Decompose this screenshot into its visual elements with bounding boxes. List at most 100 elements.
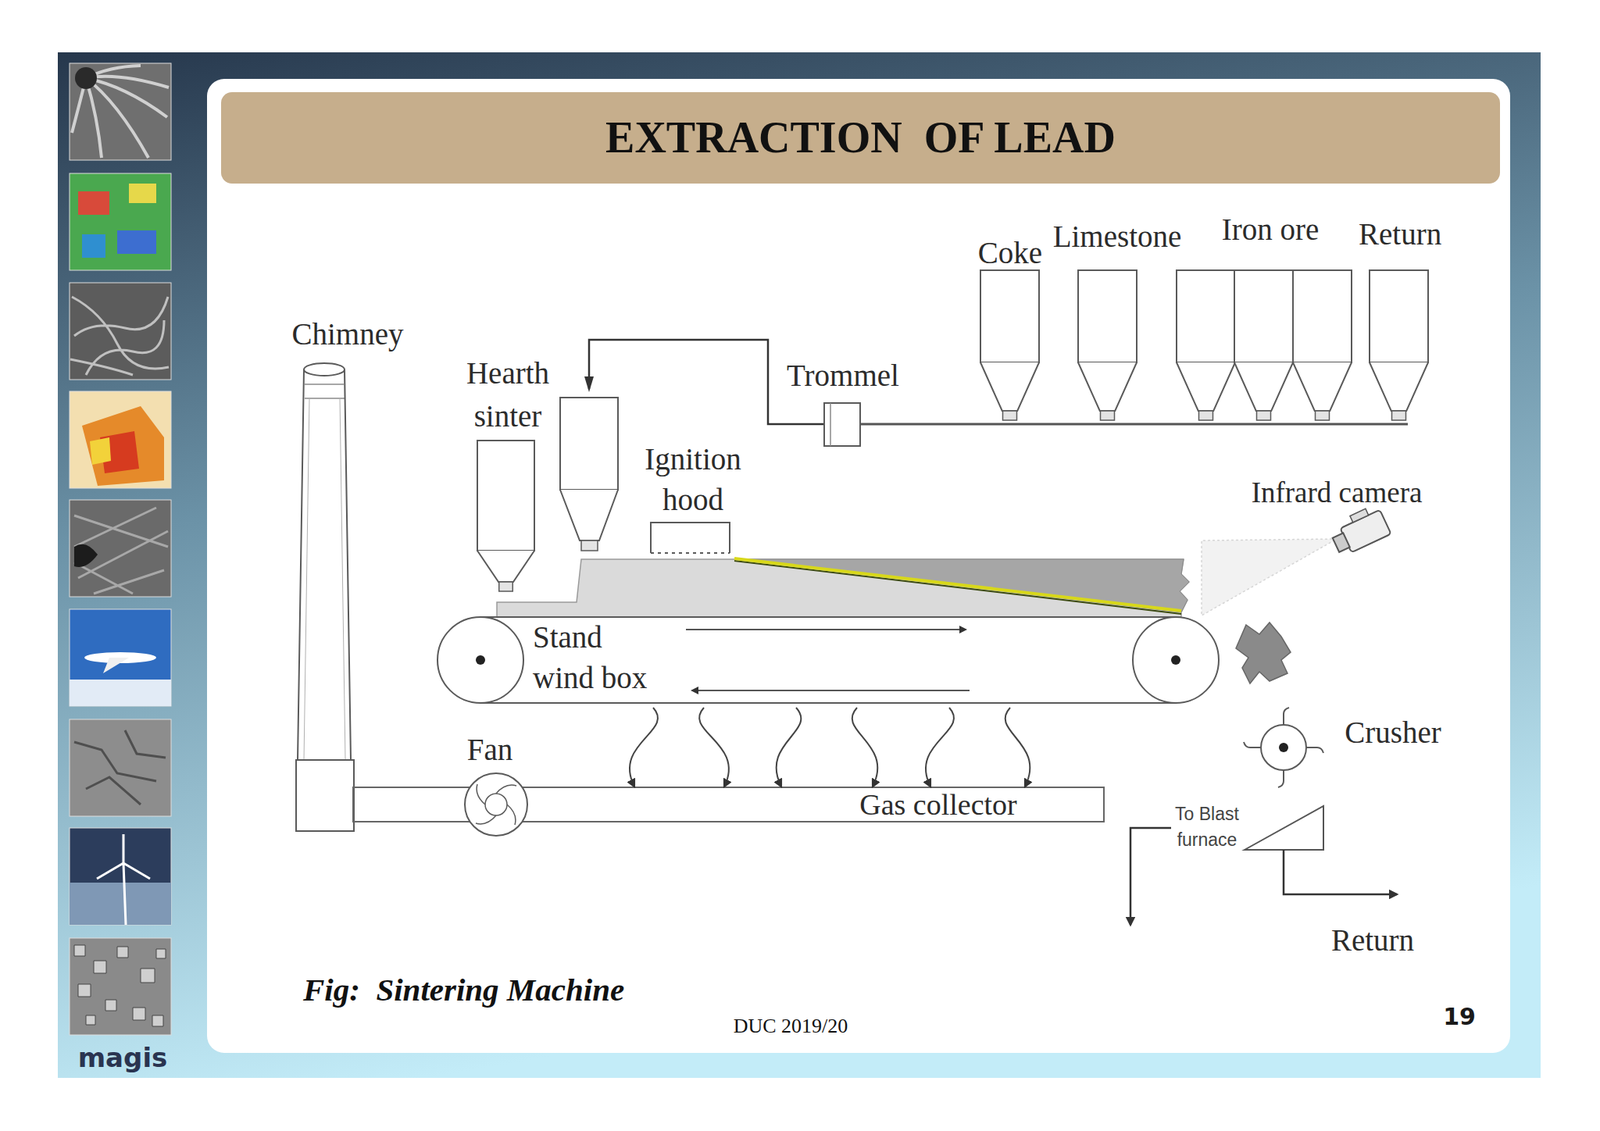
slide-title: EXTRACTION OF LEAD [221, 92, 1500, 184]
chimney-shape [281, 312, 415, 836]
hopper-body [1078, 270, 1137, 363]
pulley-axle [475, 655, 486, 665]
pulley [1132, 617, 1219, 704]
hopper-outlet [499, 582, 514, 592]
hopper-body [477, 440, 535, 551]
fan: Fan [450, 731, 529, 841]
fan-blades [475, 784, 517, 825]
cloud-band [69, 679, 172, 707]
color-patch [78, 191, 110, 215]
trommel-drum [824, 403, 861, 447]
particles [74, 945, 166, 1027]
thumbnail-airplane [69, 609, 172, 707]
thumbnail-stress-cube [69, 391, 172, 489]
sinter-cake [1235, 622, 1291, 684]
component-label: Iron ore [1171, 210, 1369, 249]
crack-lines [74, 730, 166, 805]
fan-hub [485, 793, 508, 816]
feed-hopper-cone [560, 489, 618, 541]
thumbnail-strip [69, 63, 172, 1036]
chimney-inner-wall [303, 398, 346, 761]
chimney-base [296, 760, 354, 832]
limestone-bin: Limestone [1042, 217, 1192, 426]
hopper-outlet [1199, 410, 1214, 421]
component-label: Limestone [1042, 217, 1192, 256]
hopper-outlet [1392, 410, 1407, 421]
output-label: Return [1317, 921, 1428, 960]
component-label: Crusher [1330, 714, 1456, 752]
gas-flow-arrow [776, 707, 802, 787]
belt-direction-arrow [685, 628, 966, 631]
component-label: Trommel [776, 357, 910, 395]
color-patch [128, 183, 157, 204]
trommel: Trommel [776, 357, 910, 451]
title-band: EXTRACTION OF LEAD [221, 92, 1500, 184]
crusher-axle [1278, 742, 1289, 753]
hopper-body [1369, 270, 1429, 363]
hopper-cone [1369, 362, 1429, 411]
component-label: Coke [971, 234, 1050, 272]
hopper-body [1176, 270, 1236, 363]
figure-caption: Fig: Sintering Machine [303, 970, 625, 1010]
blast-furnace-arrow [1130, 828, 1172, 925]
hopper-body [1234, 270, 1293, 363]
component-label: Fan [450, 731, 529, 769]
wind-turbine [96, 834, 150, 925]
feed-hopper-outlet [581, 540, 598, 551]
hopper-outlet [1257, 410, 1272, 421]
component-label: Chimney [281, 316, 415, 353]
thumbnail-microstructure [69, 500, 172, 597]
hearth-sinter-hopper: Hearth sinter [460, 351, 555, 598]
color-patch [82, 234, 106, 258]
slide-background [57, 52, 1541, 1079]
cube-face [89, 437, 111, 465]
return-bin: Return [1358, 215, 1437, 427]
crusher: Crusher [1242, 703, 1454, 790]
dark-inclusion [74, 544, 98, 568]
chimney-stack [297, 369, 351, 761]
infrared-camera: Infrard camera [1195, 474, 1454, 631]
belt [480, 617, 1176, 704]
output-label: To Blast furnace [1167, 801, 1247, 854]
thumbnail-cracks [69, 719, 172, 817]
component-label: Infrard camera [1242, 475, 1431, 511]
gas-flow-arrow [1005, 707, 1031, 787]
thumbnail-fibres [69, 282, 172, 380]
fibre-lines [70, 296, 169, 375]
ignition-hood: Ignition hood [634, 439, 752, 557]
sinter-bed [496, 559, 1190, 618]
crusher-roll [1260, 725, 1307, 771]
component-label: Hearth sinter [460, 351, 555, 438]
thumbnail-wind-turbine [69, 828, 172, 925]
sky-band [69, 882, 172, 925]
flame-front [734, 558, 1182, 611]
flame-front-edge [734, 560, 1182, 615]
burnt-sinter-layer [734, 559, 1190, 613]
hood-burners [650, 552, 730, 554]
hopper-cone [980, 362, 1040, 411]
component-label: Return [1358, 215, 1437, 254]
hopper-cone [1176, 362, 1236, 411]
component-label: Gas collector [821, 789, 1056, 821]
page-number: 19 [1435, 1003, 1483, 1032]
cube-face [82, 406, 165, 486]
hopper-outlet [1100, 410, 1115, 421]
sinter-strand: Stand wind box [437, 614, 1219, 708]
component-label: Stand wind box [532, 617, 658, 699]
crusher-teeth [1243, 707, 1324, 788]
chimney-ring [304, 384, 345, 399]
hopper-cone [1292, 362, 1352, 411]
hopper-outlet [1315, 410, 1330, 421]
camera-mount [1350, 508, 1369, 522]
gas-flow-arrow [925, 707, 954, 787]
trommel-rim [829, 403, 832, 447]
return-arrow [1283, 850, 1397, 895]
thumbnail-turbine [69, 63, 172, 161]
content-panel [207, 78, 1511, 1054]
hopper-cone [1234, 362, 1293, 411]
gas-flow-arrow [852, 707, 879, 787]
chimney: Chimney [281, 312, 415, 836]
coke-bin: Coke [971, 234, 1050, 426]
